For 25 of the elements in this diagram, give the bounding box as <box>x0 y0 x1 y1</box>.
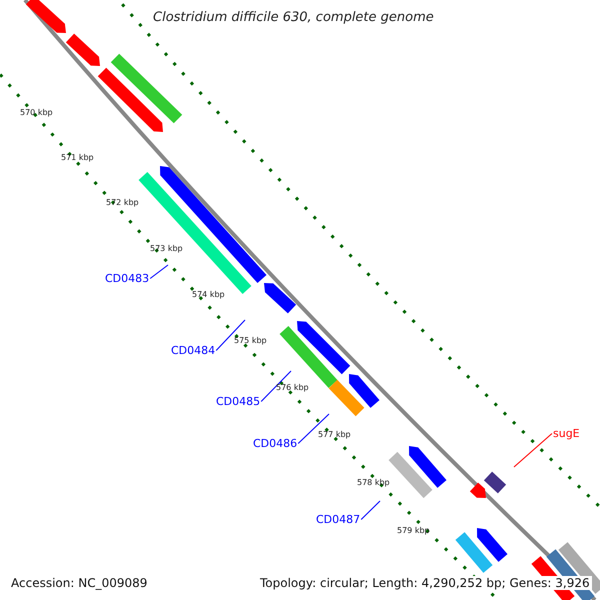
leader-line <box>360 500 380 520</box>
leader-line <box>260 370 292 402</box>
tick-label: 579 kbp <box>397 527 430 535</box>
gene-label: CD0486 <box>253 438 298 449</box>
leader-line <box>216 320 246 351</box>
tick-label: 570 kbp <box>20 109 53 117</box>
tick-label: 575 kbp <box>234 337 267 345</box>
gene-label: CD0483 <box>105 273 150 284</box>
title: Clostridium difficile 630, complete genome <box>153 11 434 24</box>
tick-label: 573 kbp <box>150 245 183 253</box>
gene-label: CD0485 <box>216 396 260 407</box>
tick-label: 578 kbp <box>357 479 390 487</box>
leader-line <box>150 264 168 279</box>
footer-text: Topology: circular; Length: 4,290,252 bp; Genes: 3,926 <box>258 576 592 590</box>
gene-label: CD0484 <box>171 345 216 356</box>
tick-label: 574 kbp <box>192 291 225 299</box>
tick-label: 577 kbp <box>318 431 351 439</box>
tick-label: 576 kbp <box>276 384 309 392</box>
tick-label: 572 kbp <box>106 199 139 207</box>
tick-label: 571 kbp <box>61 154 94 162</box>
leader-line <box>514 433 552 468</box>
leader-line <box>298 414 330 444</box>
gene-label: CD0487 <box>316 514 360 525</box>
gene-label: sugE <box>553 428 580 439</box>
footer-text: Accession: NC_009089 <box>9 576 150 590</box>
